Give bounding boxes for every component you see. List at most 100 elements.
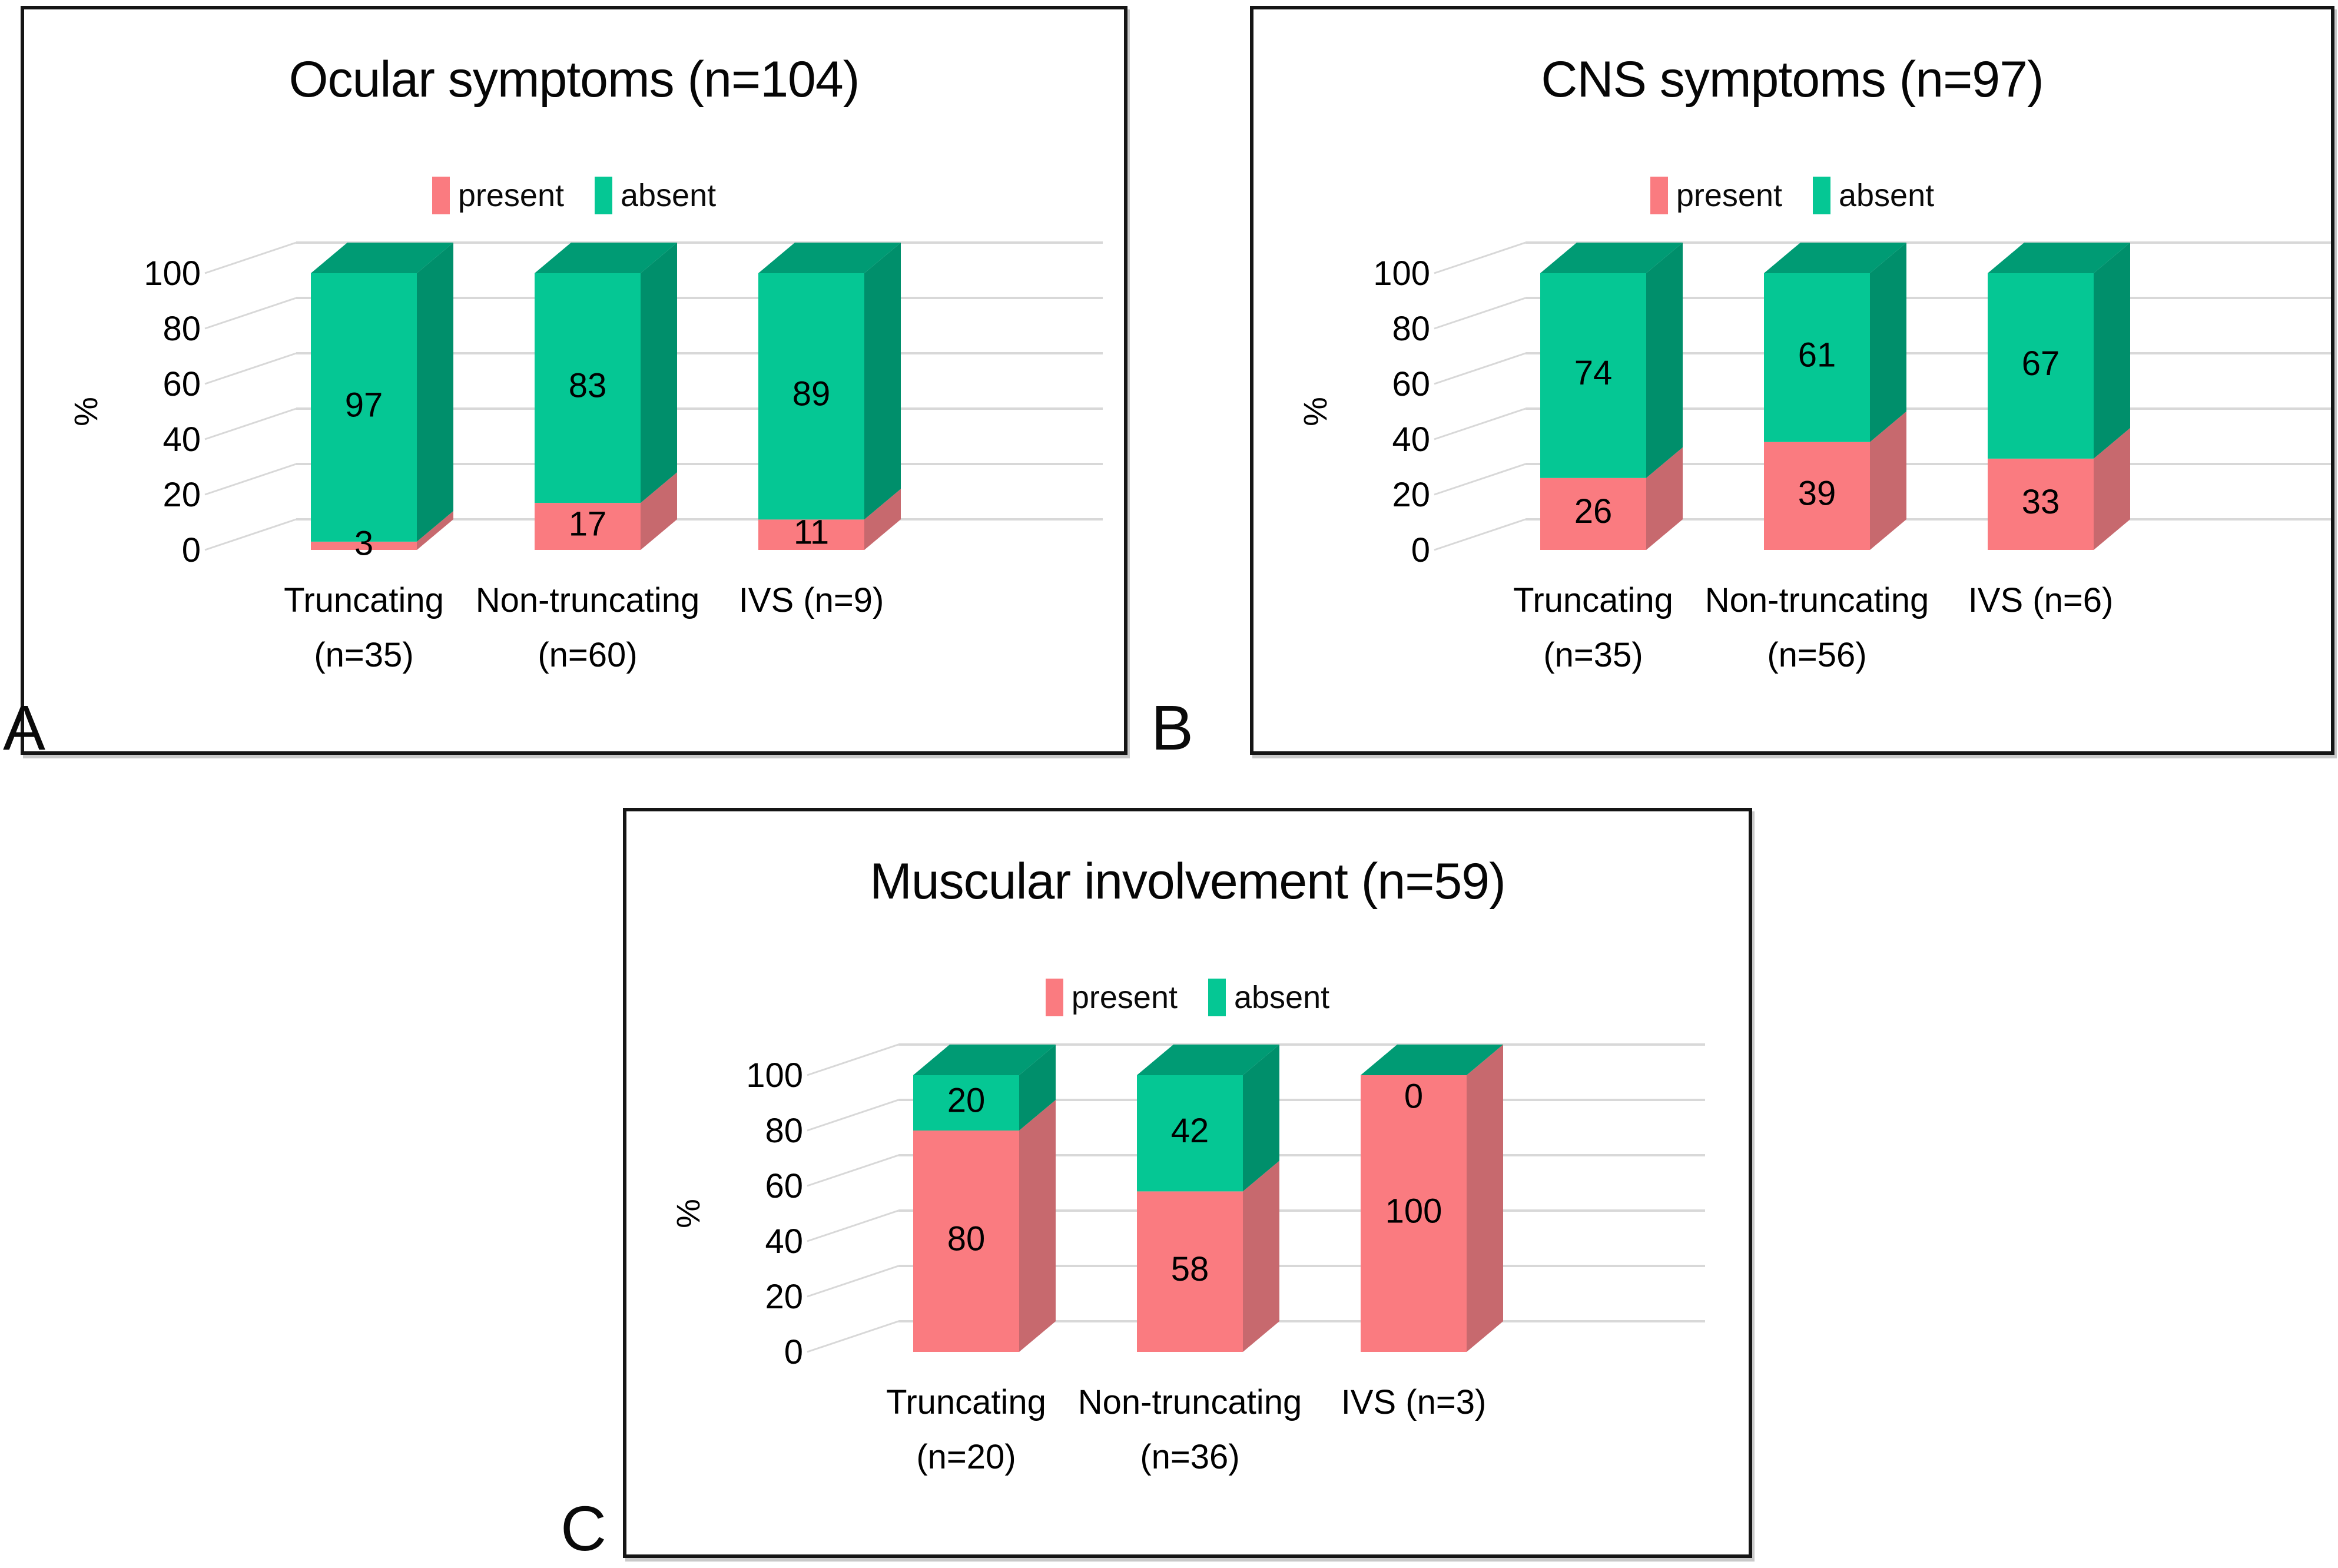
bar-value-present: 39 xyxy=(1798,475,1836,513)
category-label: Non-truncating xyxy=(476,581,699,619)
bar-value-absent: 83 xyxy=(569,366,607,405)
grid-diagonal xyxy=(1434,407,1526,440)
y-tick-label: 60 xyxy=(765,1167,803,1205)
y-tick-label: 20 xyxy=(1392,476,1430,514)
grid-diagonal xyxy=(807,1209,899,1242)
bar-segment-present xyxy=(758,519,864,550)
legend-swatch-absent xyxy=(1812,177,1830,214)
y-tick-label: 100 xyxy=(746,1056,803,1095)
plot-area: 020406080100%2080Truncating(n=20)4258Non… xyxy=(669,1043,1705,1476)
bar-top-face xyxy=(1540,243,1683,273)
bar-value-present: 11 xyxy=(794,513,829,551)
panel-letter-b: B xyxy=(1151,692,1194,763)
bar-value-absent: 20 xyxy=(947,1081,986,1119)
chart-title: Muscular involvement (n=59) xyxy=(870,853,1506,910)
grid-diagonal xyxy=(1434,352,1526,385)
bar-top-face xyxy=(311,243,453,273)
chart-title: CNS symptoms (n=97) xyxy=(1541,51,2044,108)
grid-diagonal xyxy=(204,352,297,385)
bar-side-absent xyxy=(1019,1045,1056,1131)
bar-segment-absent xyxy=(1540,273,1646,478)
legend-label-absent: absent xyxy=(1838,178,1935,213)
bar-value-absent: 42 xyxy=(1171,1112,1209,1150)
bar-value-absent: 61 xyxy=(1798,336,1836,374)
bar-side-absent xyxy=(2094,243,2130,459)
grid-diagonal xyxy=(204,518,297,551)
category-label: Truncating xyxy=(284,581,444,619)
bar-segment-present xyxy=(1540,478,1646,550)
bar-segment-present xyxy=(1137,1191,1243,1352)
plot-area: 020406080100%7426Truncating(n=35)6139Non… xyxy=(1296,241,2331,674)
legend: present absent xyxy=(24,177,1124,214)
bar-segment-absent xyxy=(1137,1075,1243,1192)
bar-segment-present xyxy=(535,503,641,550)
grid-diagonal xyxy=(1434,518,1526,551)
y-axis-title: % xyxy=(67,397,104,426)
y-tick-label: 40 xyxy=(1392,420,1430,459)
y-tick-label: 80 xyxy=(765,1112,803,1150)
grid-diagonal xyxy=(807,1320,899,1353)
bar-segment-present xyxy=(1764,442,1870,550)
bar-segment-absent xyxy=(758,273,864,520)
grid-diagonal xyxy=(204,407,297,440)
bar-side-present xyxy=(1646,447,1683,550)
legend-swatch-present xyxy=(1045,979,1063,1016)
bar-top-face xyxy=(1988,243,2130,273)
bar-side-present xyxy=(864,489,901,550)
grid-diagonal xyxy=(1434,241,1526,274)
chart-title: Ocular symptoms (n=104) xyxy=(288,51,860,108)
bar-top-face xyxy=(758,243,901,273)
y-tick-label: 60 xyxy=(163,365,201,403)
y-tick-label: 0 xyxy=(784,1333,803,1371)
legend-label-present: present xyxy=(1071,980,1178,1015)
category-label: Non-truncating xyxy=(1078,1383,1302,1421)
panel-letter-a: A xyxy=(3,692,46,763)
y-tick-label: 20 xyxy=(765,1278,803,1316)
bar-side-present xyxy=(1870,411,1906,550)
y-tick-label: 20 xyxy=(163,476,201,514)
bar-value-absent: 0 xyxy=(1404,1077,1423,1115)
category-label: (n=35) xyxy=(314,636,413,674)
bar-segment-absent xyxy=(1764,273,1870,442)
bar-segment-present xyxy=(1361,1075,1467,1352)
legend-label-present: present xyxy=(457,178,564,213)
y-tick-label: 40 xyxy=(765,1222,803,1261)
y-tick-label: 0 xyxy=(182,531,201,569)
legend-swatch-absent xyxy=(1208,979,1226,1016)
bar-value-present: 100 xyxy=(1385,1192,1442,1230)
bar-side-present xyxy=(1243,1161,1279,1352)
grid-diagonal xyxy=(204,463,297,496)
bar-top-face xyxy=(1361,1045,1503,1075)
bar-segment-absent xyxy=(311,273,417,542)
grid-diagonal xyxy=(204,241,297,274)
category-label: Non-truncating xyxy=(1705,581,1929,619)
y-tick-label: 80 xyxy=(163,310,201,348)
y-tick-label: 60 xyxy=(1392,365,1430,403)
y-tick-label: 100 xyxy=(1373,254,1430,293)
bar-top-face xyxy=(1764,243,1906,273)
bar-value-absent: 74 xyxy=(1574,354,1613,392)
bar-segment-present xyxy=(1988,458,2094,550)
legend-swatch-absent xyxy=(594,177,612,214)
category-label: Truncating xyxy=(886,1383,1046,1421)
bar-value-present: 3 xyxy=(354,524,373,562)
grid-diagonal xyxy=(1434,463,1526,496)
y-tick-label: 100 xyxy=(144,254,201,293)
bar-value-absent: 89 xyxy=(792,374,831,413)
bar-top-face xyxy=(1137,1045,1279,1075)
category-label: (n=60) xyxy=(538,636,637,674)
category-label: (n=35) xyxy=(1543,636,1643,674)
plot-area: 020406080100%973Truncating(n=35)8317Non-… xyxy=(67,241,1103,674)
category-label: Truncating xyxy=(1513,581,1673,619)
bar-top-face xyxy=(913,1045,1056,1075)
y-axis-title: % xyxy=(1296,397,1334,426)
bar-side-absent xyxy=(1243,1045,1279,1192)
grid-diagonal xyxy=(807,1043,899,1076)
grid-diagonal xyxy=(807,1154,899,1187)
legend: present absent xyxy=(626,979,1749,1016)
bar-side-absent xyxy=(641,243,677,503)
bar-side-absent xyxy=(1870,243,1906,442)
bar-value-absent: 97 xyxy=(345,386,383,424)
